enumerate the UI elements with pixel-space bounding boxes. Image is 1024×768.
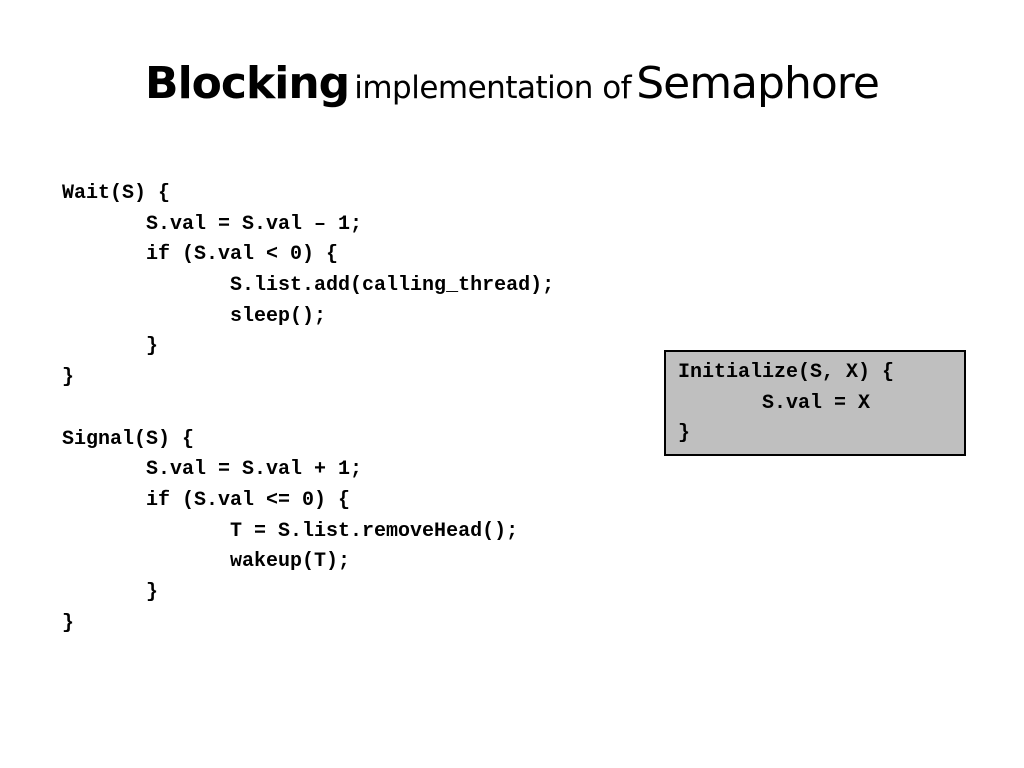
code-line: S.list.add(calling_thread);: [62, 274, 555, 298]
init-code-line: Initialize(S, X) {: [678, 361, 895, 384]
code-line: if (S.val <= 0) {: [62, 488, 351, 512]
code-line: sleep();: [62, 304, 327, 328]
code-line: T = S.list.removeHead();: [62, 519, 519, 543]
slide-title: Blocking implementation of Semaphore: [0, 58, 1024, 109]
code-line: wakeup(T);: [62, 550, 351, 574]
title-blocking: Blocking: [145, 58, 350, 109]
code-line: Wait(S) {: [62, 182, 171, 205]
initialize-code-box: Initialize(S, X) { S.val = X }: [664, 350, 966, 456]
code-line: S.val = S.val + 1;: [62, 458, 363, 482]
code-line: Signal(S) {: [62, 427, 195, 451]
title-semaphore: Semaphore: [636, 58, 880, 109]
code-line: }: [62, 580, 159, 604]
code-line: if (S.val < 0) {: [62, 243, 339, 267]
code-line: }: [62, 366, 75, 390]
code-line: }: [62, 335, 159, 359]
init-code-line: S.val = X: [678, 391, 871, 415]
semaphore-code-block: Wait(S) { S.val = S.val – 1; if (S.val <…: [62, 179, 554, 639]
code-line: }: [62, 611, 75, 635]
code-line: S.val = S.val – 1;: [62, 212, 363, 236]
init-code-line: }: [678, 422, 691, 446]
title-implementation-of: implementation of: [354, 70, 632, 106]
code-line-blank: [62, 394, 554, 425]
initialize-code: Initialize(S, X) { S.val = X }: [678, 358, 894, 450]
